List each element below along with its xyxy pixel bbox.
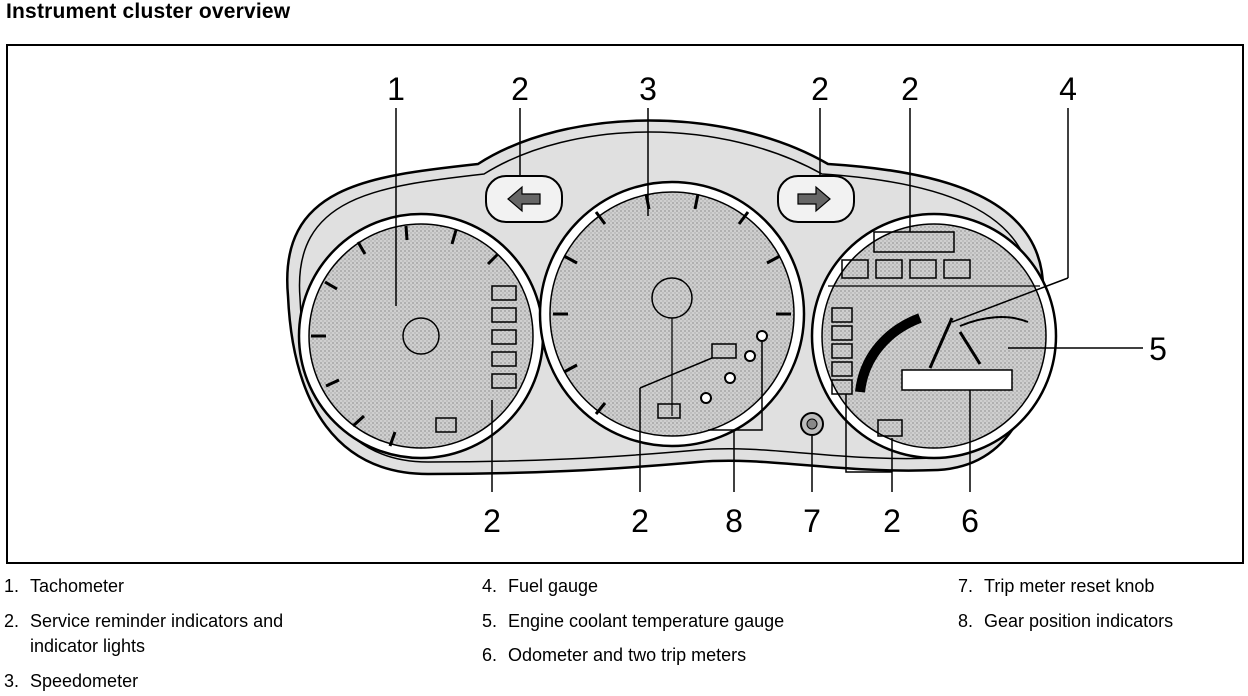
legend-item-8: 8.Gear position indicators xyxy=(958,611,1174,631)
callout-7-knob: 7 xyxy=(803,503,821,539)
cluster-illustration: 1 2 3 2 2 4 5 2 2 8 7 2 6 xyxy=(285,71,1167,539)
callout-3-speedometer: 3 xyxy=(639,71,657,107)
leader-lines xyxy=(395,108,1143,492)
speedometer-dial xyxy=(538,180,806,448)
callout-1-tachometer: 1 xyxy=(387,71,405,107)
fuel-temp-dial xyxy=(810,212,1058,460)
callout-6-odometer: 6 xyxy=(961,503,979,539)
callout-2-bottom-center: 2 xyxy=(631,503,649,539)
legend-item-1: 1.Tachometer xyxy=(4,576,125,596)
instrument-cluster-figure: 1 2 3 2 2 4 5 2 2 8 7 2 6 xyxy=(6,44,1244,564)
legend-item-2: 2.Service reminder indicators and indica… xyxy=(4,611,284,656)
callout-4-fuel: 4 xyxy=(1059,71,1077,107)
callout-2-right-arrow: 2 xyxy=(811,71,829,107)
right-turn-arrow-icon xyxy=(797,185,831,213)
callout-2-bottom-left: 2 xyxy=(483,503,501,539)
temp-gauge-arc xyxy=(959,316,1029,327)
legend-item-3: 3.Speedometer xyxy=(4,671,139,691)
legend-item-4: 4.Fuel gauge xyxy=(482,576,599,596)
callout-5-coolant: 5 xyxy=(1149,331,1167,367)
legend-item-6: 6.Odometer and two trip meters xyxy=(482,645,747,665)
odometer-display xyxy=(901,369,1013,391)
callout-2-bottom-right: 2 xyxy=(883,503,901,539)
callout-8-gear: 8 xyxy=(725,503,743,539)
left-turn-arrow-icon xyxy=(507,185,541,213)
page-title: Instrument cluster overview xyxy=(6,0,291,23)
callout-2-left-arrow: 2 xyxy=(511,71,529,107)
tachometer-dial xyxy=(297,212,545,460)
legend-item-5: 5.Engine coolant temperature gauge xyxy=(482,611,785,631)
fuel-gauge-arc xyxy=(855,313,922,393)
callout-2-top-right: 2 xyxy=(901,71,919,107)
legend-item-7: 7.Trip meter reset knob xyxy=(958,576,1155,596)
